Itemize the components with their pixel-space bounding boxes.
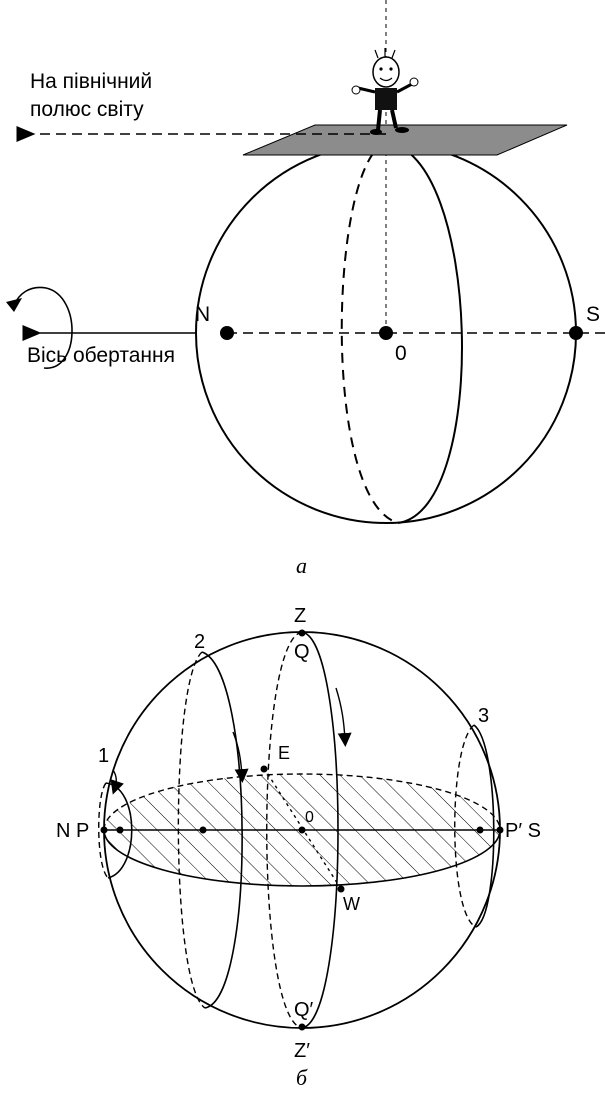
caption-b: б	[296, 1065, 308, 1090]
label-z-prime: Z′	[294, 1040, 310, 1062]
point-w	[337, 885, 345, 893]
daily-arrow-q	[335, 687, 352, 747]
label-s-a: S	[586, 303, 600, 326]
label-q-prime: Q′	[294, 999, 314, 1021]
celestial-equator-front	[301, 631, 339, 1029]
figure-b: Z Q E 0 W Q′ Z′ N P P′ S 1 2 3 б	[56, 605, 541, 1090]
point-s-a	[569, 326, 583, 340]
point-circle-2-center	[199, 826, 207, 834]
point-circle-3-center	[476, 826, 484, 834]
label-n-a: N	[195, 303, 210, 326]
horizon-plane	[242, 124, 568, 156]
north-pole-label-line1: На північний	[30, 70, 152, 93]
daily-circle-2-back	[177, 651, 206, 1009]
rotation-axis-label: Вісь обертання	[27, 344, 175, 367]
label-np: N P	[56, 820, 89, 842]
point-center-a	[379, 326, 393, 340]
daily-circle-3-back	[454, 724, 477, 928]
label-q: Q	[294, 641, 310, 663]
label-ps: P′ S	[505, 820, 541, 842]
caption-a: а	[296, 553, 307, 578]
daily-circle-1-back	[98, 782, 109, 879]
rotation-curl	[13, 286, 73, 369]
label-o: 0	[305, 809, 314, 826]
label-circle-3: 3	[478, 705, 489, 727]
label-circle-1: 1	[98, 745, 109, 767]
celestial-equator-back	[266, 631, 303, 1029]
daily-arrow-2	[232, 731, 249, 783]
label-circle-2: 2	[194, 631, 205, 653]
daily-circle-3-front	[473, 724, 495, 928]
label-center-a: 0	[395, 342, 407, 365]
point-o	[298, 826, 306, 834]
label-w: W	[343, 894, 360, 914]
point-z-prime	[298, 1023, 306, 1031]
point-e	[260, 765, 268, 773]
daily-arrow-1	[110, 769, 124, 795]
point-n-a	[220, 326, 234, 340]
point-p	[100, 826, 108, 834]
daily-circle-2-front	[201, 651, 243, 1009]
equator-back	[103, 773, 501, 831]
point-circle-1-center	[116, 826, 124, 834]
point-p-prime	[496, 826, 504, 834]
label-z: Z	[294, 605, 306, 627]
rotation-curl-head	[6, 298, 22, 312]
observer-figure	[351, 48, 419, 135]
figure-a: На північний полюс світу Вісь обертання …	[6, 0, 605, 578]
meridian-front	[385, 142, 463, 524]
point-z	[298, 629, 306, 637]
label-e: E	[278, 743, 290, 763]
north-pole-label-line2: полюс світу	[30, 98, 144, 121]
